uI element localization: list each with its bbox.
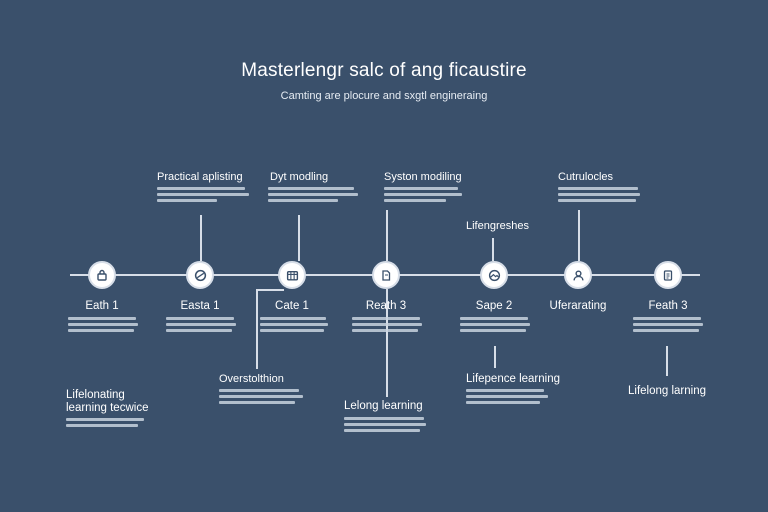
callout-title-cutrulocles: Cutrulocles [558,171,614,183]
stage-desc-3 [260,317,328,335]
stage-node-2[interactable] [186,261,214,289]
image-icon [488,269,500,281]
stage-node-3[interactable] [278,261,306,289]
callout-title-lifengreshes: Lifengreshes [466,220,529,232]
callout-title-system: Syston modiling [384,171,462,183]
connector [256,289,284,291]
stage-label-3: Cate 1 [275,300,309,312]
callout-title-lifelong-service-1: Lifelonating [66,389,125,401]
callout-title-lifelong-service-2: learning tecwice [66,402,149,414]
grid-icon [286,270,298,281]
callout-body-overstolthion [219,389,303,407]
page-title: Masterlengr salc of ang ficaustire [241,60,527,81]
stage-label-7: Feath 3 [648,300,688,312]
stage-node-6[interactable] [564,261,592,289]
callout-title-lifepence: Lifepence learning [466,373,560,385]
connector [386,210,388,261]
connector [200,215,202,261]
document-icon [382,269,391,281]
stage-label-2: Easta 1 [180,300,220,312]
stage-desc-5 [460,317,530,335]
connector [386,289,388,397]
stage-node-7[interactable] [654,261,682,289]
connector [298,215,300,261]
connector [578,210,580,261]
connector [666,346,668,376]
globe-icon [194,269,206,281]
callout-body-lelong [344,417,426,435]
connector [492,238,494,261]
stage-node-1[interactable] [88,261,116,289]
stage-label-5: Sape 2 [475,300,513,312]
callout-title-modeling: Dyt modling [270,171,329,183]
lock-icon [97,269,107,281]
stage-desc-2 [166,317,236,335]
stage-label-4: Reath 3 [365,300,407,312]
callout-title-practical: Practical aplisting [157,171,243,183]
page-subtitle: Camting are plocure and sxgtl enginerain… [280,90,488,102]
callout-title-overstolthion: Overstolthion [219,373,284,385]
callout-title-lifelong: Lifelong larning [628,385,707,397]
stage-desc-1 [68,317,138,335]
callout-body-system [384,187,462,205]
stage-label-6: Uferarating [549,300,607,312]
stage-node-4[interactable] [372,261,400,289]
callout-body-practical [157,187,249,205]
stage-node-5[interactable] [480,261,508,289]
callout-body-lifepence [466,389,548,407]
file-icon [663,269,673,281]
connector [494,346,496,368]
callout-body-cutrulocles [558,187,640,205]
stage-label-1: Eath 1 [85,300,119,312]
callout-body-modeling [268,187,358,205]
stage-desc-4 [352,317,422,335]
stage-desc-7 [633,317,703,335]
connector [256,289,258,369]
user-icon [572,269,584,280]
callout-body-lifelong-service [66,418,146,430]
callout-title-lelong: Lelong learning [344,400,423,412]
